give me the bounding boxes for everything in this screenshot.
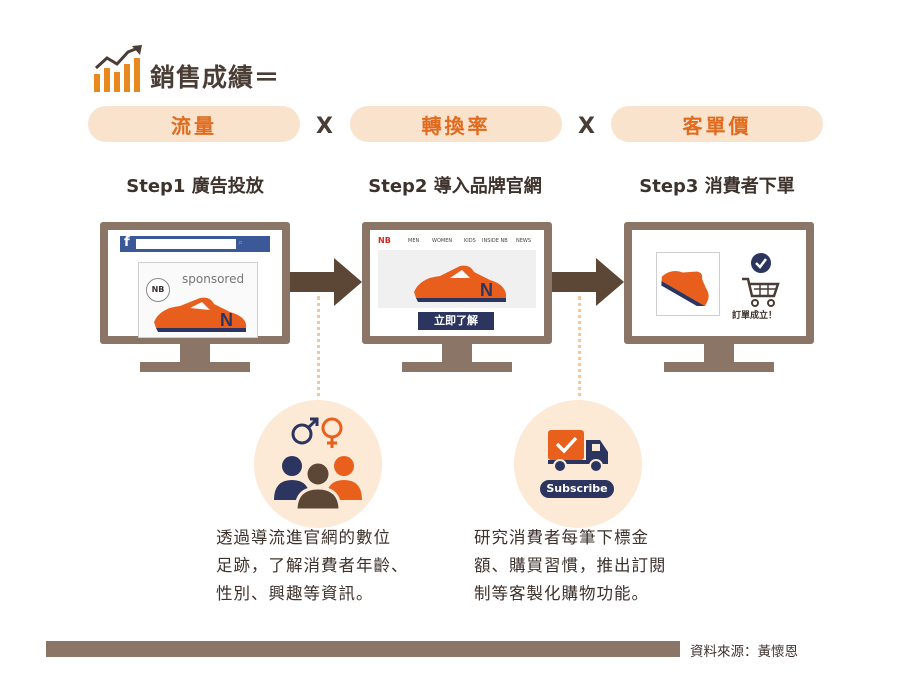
arrow-right-icon [290, 258, 362, 306]
dotted-connector [578, 296, 581, 404]
sneaker-icon [661, 271, 709, 306]
monitor-stand [442, 344, 472, 362]
subscribe-badge: Subscribe [540, 480, 614, 498]
learn-more-button[interactable]: 立即了解 [418, 312, 494, 330]
traffic-pill: 流量 [88, 106, 300, 142]
description-line: 足跡，了解消費者年齡、 [216, 556, 409, 575]
brand-logo-circle: NB [146, 278, 170, 302]
search-box [136, 239, 236, 249]
sneaker-icon: N [414, 265, 506, 302]
sponsored-label: sponsored [182, 272, 245, 286]
monitor-base [402, 362, 512, 372]
conversion-rate-pill: 轉換率 [350, 106, 562, 142]
step3-label: Step3 消費者下單 [639, 176, 795, 197]
multiply-sign: X [578, 114, 595, 139]
description-left: 透過導流進官網的數位 足跡，了解消費者年齡、 性別、興趣等資訊。 [216, 524, 446, 608]
nav-item[interactable]: KIDS [464, 238, 476, 244]
step1-label: Step1 廣告投放 [126, 176, 264, 197]
nav-item[interactable]: WOMEN [432, 238, 453, 244]
nav-item[interactable]: NEWS [516, 238, 532, 244]
svg-text:N: N [480, 280, 493, 300]
footer-bar [46, 641, 680, 657]
description-line: 研究消費者每筆下標金 [474, 528, 649, 547]
delivery-truck-icon [548, 430, 608, 473]
nav-item[interactable]: INSIDE NB [482, 238, 508, 244]
page-title: 銷售成績＝ [150, 63, 281, 92]
monitor-order-screen: 訂單成立！ [624, 222, 814, 344]
search-icon: ⌕ [238, 238, 244, 248]
multiply-sign: X [316, 114, 333, 139]
nb-logo: NB [378, 236, 391, 245]
growth-chart-icon [94, 45, 142, 92]
monitor-base [140, 362, 250, 372]
monitor-stand [180, 344, 210, 362]
gender-icon [291, 417, 343, 448]
check-icon [751, 253, 771, 273]
sneaker-icon: N [154, 297, 246, 332]
description-line: 性別、興趣等資訊。 [216, 584, 374, 603]
step2-label: Step2 導入品牌官網 [368, 176, 542, 197]
dotted-connector [317, 296, 320, 404]
order-confirmed-text: 訂單成立！ [732, 311, 778, 321]
monitor-stand [704, 344, 734, 362]
shopping-cart-icon [742, 277, 780, 307]
people-icon [274, 456, 362, 510]
description-line: 透過導流進官網的數位 [216, 528, 391, 547]
monitor-ad-screen: f ⌕ NB sponsored N [100, 222, 290, 344]
description-line: 制等客製化購物功能。 [474, 584, 649, 603]
description-line: 額、購買習慣，推出訂閱 [474, 556, 667, 575]
nav-item[interactable]: MEN [408, 238, 420, 244]
svg-text:N: N [220, 310, 233, 330]
monitor-base [664, 362, 774, 372]
arrow-right-icon [552, 258, 624, 306]
description-right: 研究消費者每筆下標金 額、購買習慣，推出訂閱 制等客製化購物功能。 [474, 524, 704, 608]
source-credit: 資料來源：黃懷恩 [690, 644, 798, 660]
facebook-icon: f [124, 235, 130, 250]
monitor-website-screen: NB MEN WOMEN KIDS INSIDE NB NEWS N 立即了解 [362, 222, 552, 344]
average-order-value-pill: 客單價 [611, 106, 823, 142]
